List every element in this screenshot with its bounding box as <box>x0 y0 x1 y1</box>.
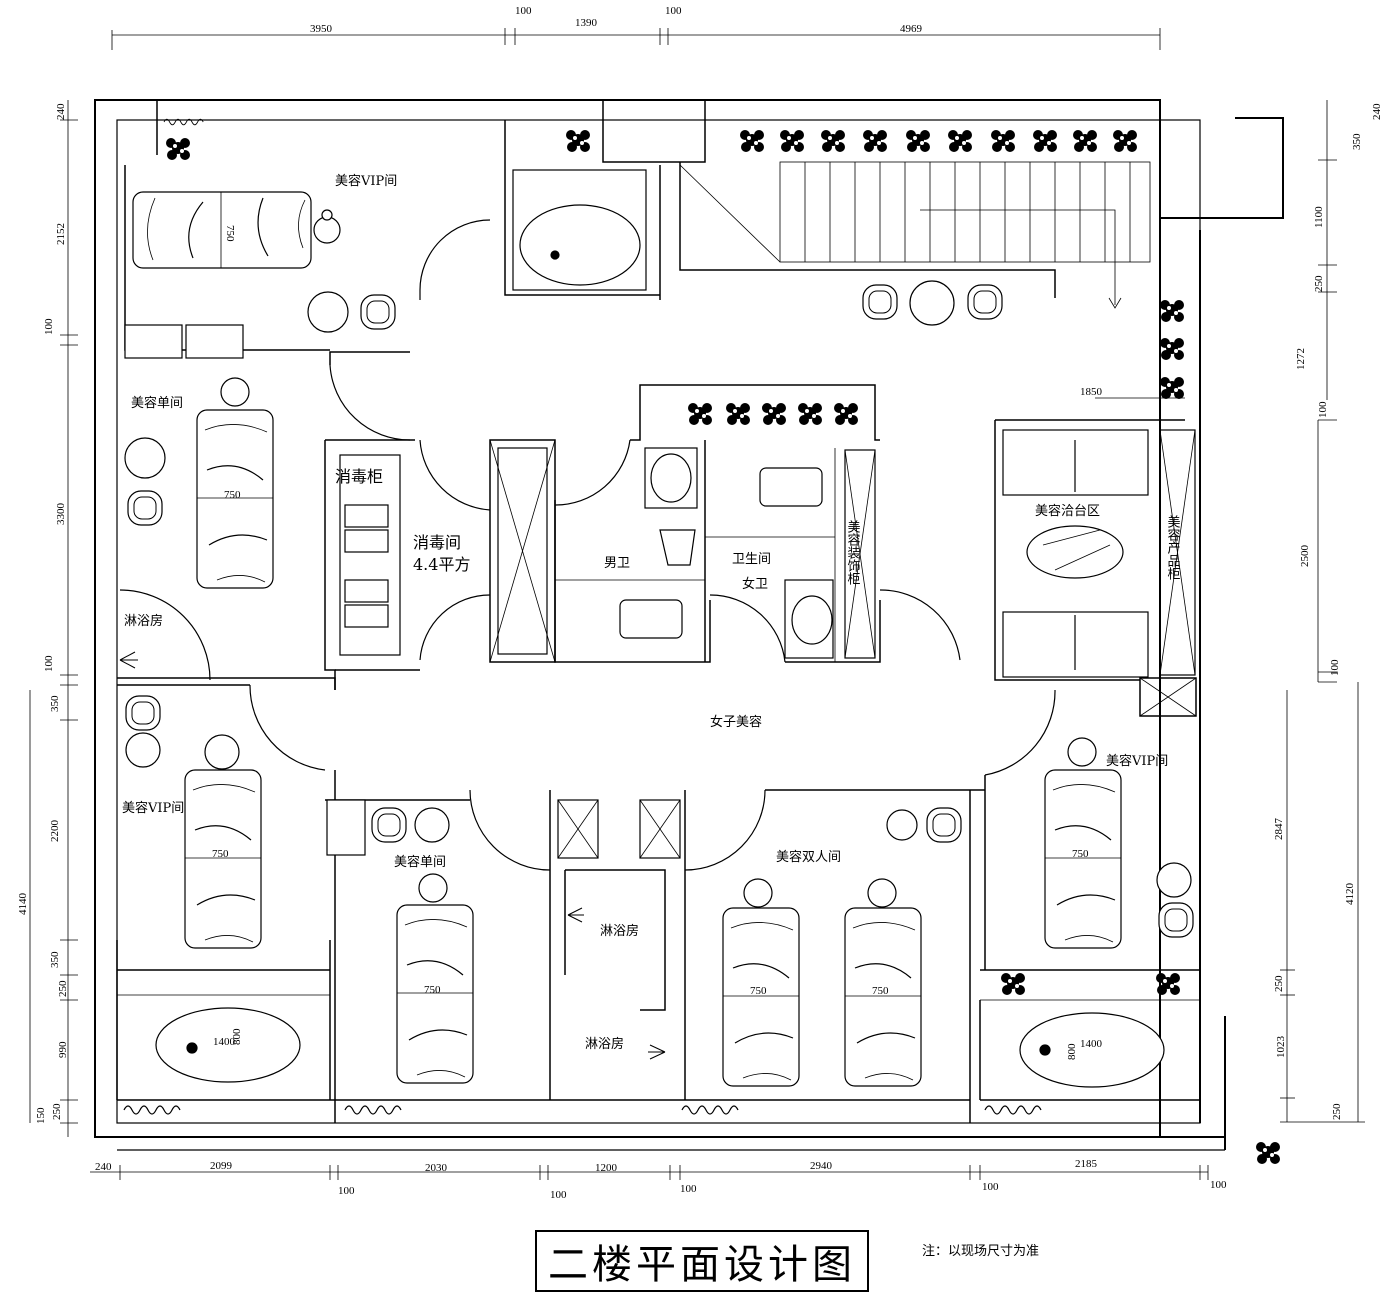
interior-walls <box>116 100 1200 1123</box>
label-restroom: 卫生间 <box>732 552 771 567</box>
dim-bottom-9: 100 <box>982 1181 999 1193</box>
dim-right-7: 2500 <box>1299 545 1311 568</box>
dim-right-13: 250 <box>1331 1103 1343 1120</box>
dim-right-9: 2847 <box>1273 818 1285 841</box>
dim-left-9: 350 <box>49 951 61 968</box>
dim-bottom-6: 1200 <box>595 1162 618 1174</box>
dim-right-8: 100 <box>1329 659 1341 676</box>
dim-left-12: 150 <box>35 1107 47 1124</box>
dim-left-6: 4140 <box>17 893 29 916</box>
tub-dim-left: 1400 <box>213 1036 236 1048</box>
dim-right-2: 350 <box>1351 133 1363 150</box>
label-product-cabinet: 美容产品柜 <box>1165 515 1181 580</box>
dim-top-3: 1390 <box>575 17 598 29</box>
dim-right-1: 240 <box>1371 103 1383 120</box>
dim-left-10: 250 <box>57 980 69 997</box>
dim-top-4: 100 <box>665 5 682 17</box>
label-vip-left: 美容VIP间 <box>122 800 184 816</box>
dim-left-13: 250 <box>51 1103 63 1120</box>
drawing-title: 二楼平面设计图 <box>548 1242 856 1288</box>
drawing-title-box: 二楼平面设计图 <box>535 1230 869 1292</box>
dim-bottom-11: 100 <box>1210 1179 1227 1191</box>
label-female-wc: 女卫 <box>742 576 768 592</box>
dim-bottom-1: 240 <box>95 1161 112 1173</box>
dim-left-2: 2152 <box>55 223 67 245</box>
bed-dim-vip-left: 750 <box>212 848 229 860</box>
dim-right-6: 100 <box>1317 401 1329 418</box>
dim-right-12: 1023 <box>1275 1036 1287 1059</box>
dim-top-1: 3950 <box>310 23 333 35</box>
tub-w-dim-right: 800 <box>1066 1043 1078 1060</box>
bed-dim-single-bottom: 750 <box>424 984 441 996</box>
dim-left-1: 240 <box>55 103 67 120</box>
dim-right-10: 4120 <box>1344 883 1356 906</box>
label-disinfect-area: 4.4平方 <box>413 555 470 574</box>
label-consult: 美容洽台区 <box>1035 503 1100 519</box>
dim-top-2: 100 <box>515 5 532 17</box>
label-single-bottom: 美容单间 <box>394 854 446 870</box>
dim-right-11: 250 <box>1273 975 1285 992</box>
door-arcs <box>119 219 1056 871</box>
bed-dim-vip-top: 750 <box>224 225 236 242</box>
dim-bottom-10: 2185 <box>1075 1158 1098 1170</box>
dim-bottom-8: 2940 <box>810 1160 833 1172</box>
dim-right-5: 1272 <box>1295 348 1307 370</box>
dim-right-4: 250 <box>1313 275 1325 292</box>
dimension-lines <box>29 28 1365 1180</box>
dim-bottom-7: 100 <box>680 1183 697 1195</box>
staircase <box>679 162 1131 309</box>
dimension-labels: 3950 100 1390 100 4969 240 2099 100 2030… <box>17 5 1383 1201</box>
label-male-wc: 男卫 <box>604 556 630 571</box>
furniture <box>119 118 1196 1115</box>
dim-left-11: 990 <box>57 1041 69 1058</box>
consult-dim: 1850 <box>1080 386 1103 398</box>
dim-bottom-4: 2030 <box>425 1162 448 1174</box>
tub-dim-right: 1400 <box>1080 1038 1103 1050</box>
label-shower-mid1: 淋浴房 <box>600 923 639 939</box>
label-shower-mid2: 淋浴房 <box>585 1036 624 1052</box>
label-shower-left: 淋浴房 <box>124 613 163 629</box>
tub-w-dim-left: 800 <box>231 1028 243 1045</box>
bed-dim-single-top: 750 <box>224 489 241 501</box>
label-vip-top: 美容VIP间 <box>335 173 397 189</box>
label-double: 美容双人间 <box>776 849 841 865</box>
dim-bottom-5: 100 <box>550 1189 567 1201</box>
dim-left-4: 3300 <box>55 503 67 526</box>
label-disinfect-cabinet: 消毒柜 <box>335 467 383 486</box>
label-hall: 女子美容 <box>710 714 762 730</box>
drawing-note: 注：以现场尺寸为准 <box>922 1244 1040 1259</box>
label-decor-cabinet: 美容装饰柜 <box>845 520 861 585</box>
dim-right-3: 1100 <box>1313 206 1325 228</box>
dim-top-5: 4969 <box>900 23 923 35</box>
dim-left-5: 100 <box>43 655 55 672</box>
dim-bottom-3: 100 <box>338 1185 355 1197</box>
label-vip-right: 美容VIP间 <box>1106 753 1168 769</box>
label-single-top: 美容单间 <box>131 395 183 411</box>
dim-left-3: 100 <box>43 318 55 335</box>
bed-dim-double-2: 750 <box>872 985 889 997</box>
dim-left-8: 2200 <box>49 820 61 843</box>
bed-dim-double-1: 750 <box>750 985 767 997</box>
label-disinfect-room: 消毒间 <box>413 533 461 552</box>
room-labels: 美容VIP间 美容单间 淋浴房 消毒柜 消毒间 4.4平方 男卫 卫生间 女卫 … <box>122 173 1180 1052</box>
dim-left-7: 350 <box>49 695 61 712</box>
bed-dim-vip-right: 750 <box>1072 848 1089 860</box>
dim-bottom-2: 2099 <box>210 1160 233 1172</box>
